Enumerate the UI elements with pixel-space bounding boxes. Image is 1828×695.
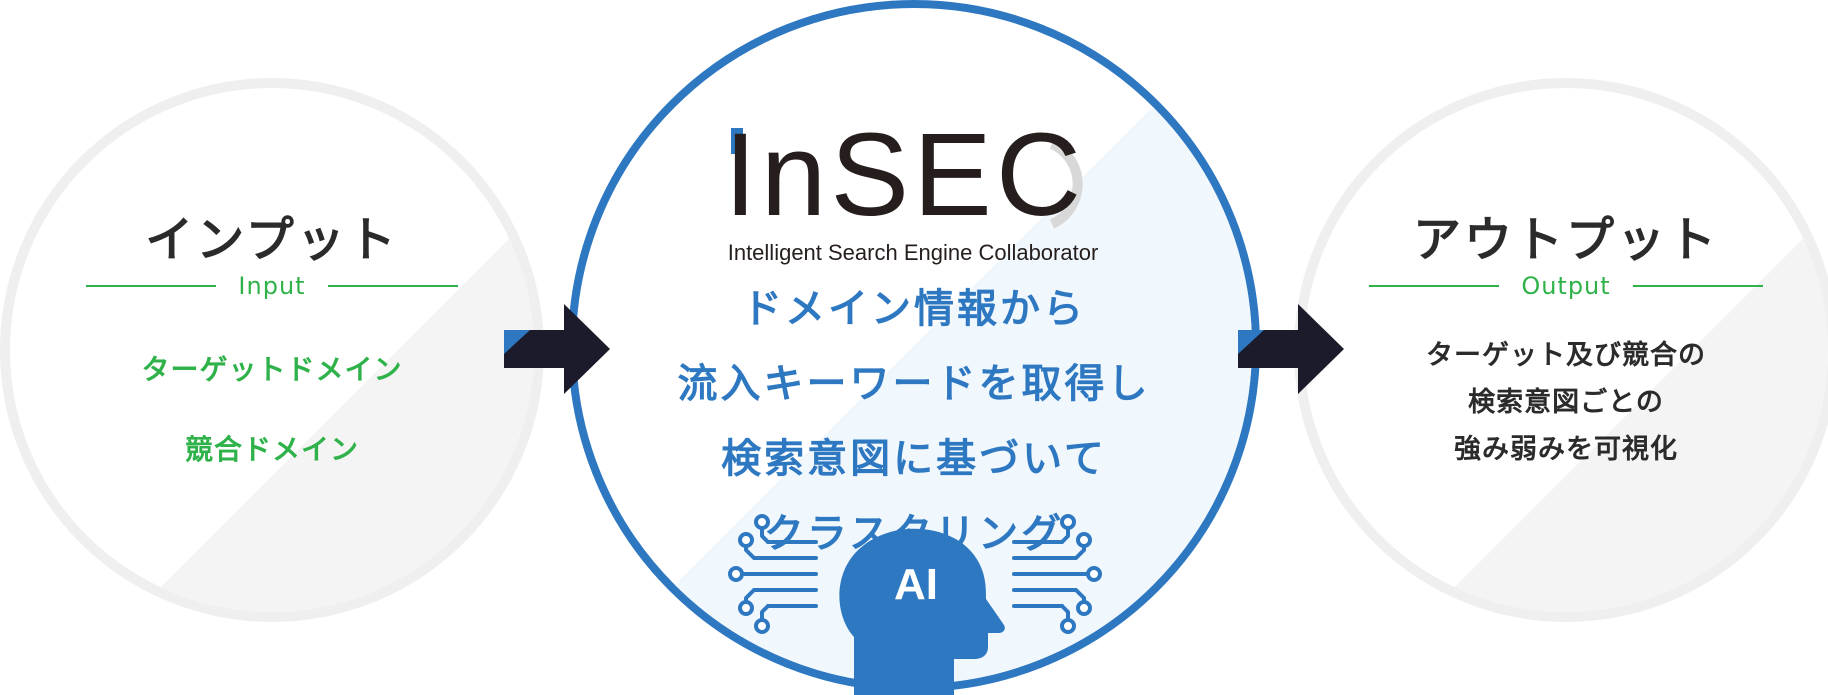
input-item-competitor-domain: 競合ドメイン [184, 433, 359, 466]
output-title: アウトプット [1412, 212, 1719, 268]
description-line: ドメイン情報から [742, 286, 1086, 332]
logo-blue-accent [731, 128, 743, 154]
description-line: 検索意図に基づいて [721, 436, 1107, 482]
logo-o-arc [1049, 139, 1083, 229]
circuit-left-icon [728, 514, 818, 634]
input-subtitle-left-line [86, 285, 217, 287]
output-subtitle-row: Output [1294, 272, 1828, 300]
insec-description: ドメイン情報から 流入キーワードを取得し 検索意図に基づいて クラスタリング [616, 272, 1212, 572]
arrow-right-icon [504, 304, 610, 394]
insec-tagline: Intelligent Search Engine Collaborator [727, 240, 1099, 265]
ai-head-icon [839, 528, 1005, 695]
output-lines: ターゲット及び競合の 検索意図ごとの 強み弱みを可視化 [1294, 332, 1828, 473]
output-line: 強み弱みを可視化 [1454, 434, 1678, 465]
input-subtitle: Input [238, 272, 306, 300]
output-line: 検索意図ごとの [1468, 387, 1664, 418]
input-subtitle-right-line [327, 285, 458, 287]
output-subtitle: Output [1521, 272, 1611, 300]
description-line: 流入キーワードを取得し [677, 361, 1151, 407]
circuit-right-icon [1012, 514, 1102, 634]
input-circle-shine [10, 88, 534, 612]
output-subtitle-left-line [1369, 285, 1500, 287]
ai-label: AI [894, 560, 938, 609]
output-line: ターゲット及び競合の [1426, 340, 1706, 371]
insec-logo-wrap: InSEC [724, 116, 1104, 234]
output-circle-shine [1304, 88, 1828, 612]
input-item-target-domain: ターゲットドメイン [141, 353, 403, 386]
output-subtitle-right-line [1632, 285, 1763, 287]
input-subtitle-row: Input [0, 272, 544, 300]
input-title: インプット [145, 212, 399, 268]
insec-logo: InSEC [724, 109, 1086, 241]
arrow-right-icon [1238, 304, 1344, 394]
input-circle [0, 78, 544, 622]
